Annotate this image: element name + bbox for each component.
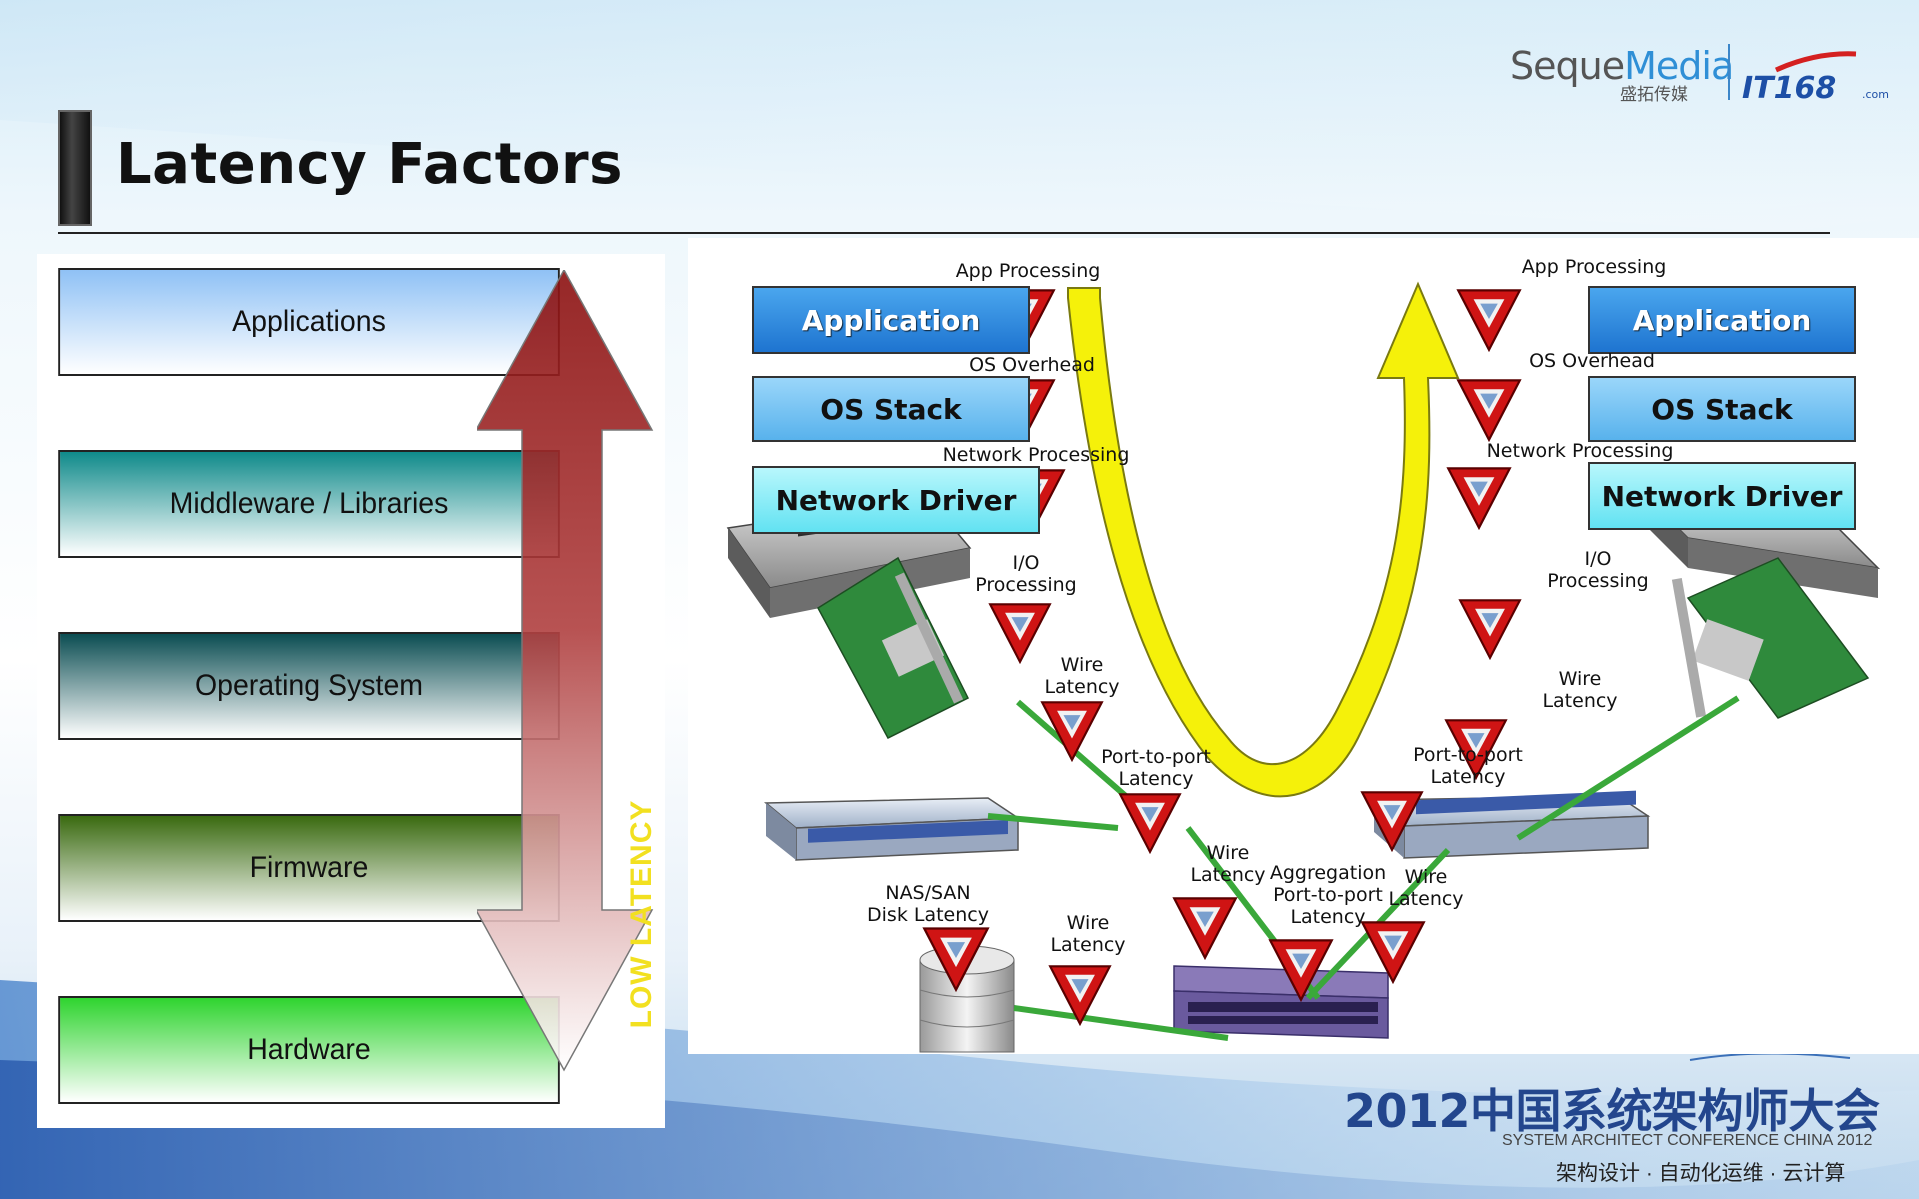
brand-seque-text: Seque	[1510, 44, 1625, 88]
it168-text: IT168	[1742, 71, 1836, 106]
wire-storage-agg	[1013, 1005, 1229, 1041]
left-network-driver-box: Network Driver	[752, 466, 1040, 534]
label-wire-latency-mid-right: Wire Latency	[1388, 866, 1464, 910]
it168-com-text: .com	[1862, 88, 1889, 101]
conference-tagline: 架构设计 · 自动化运维 · 云计算	[1556, 1162, 1846, 1185]
label-app-processing-left: App Processing	[955, 260, 1101, 282]
marker-io-left-icon	[989, 603, 1051, 663]
it168-logo: IT168 .com	[1742, 51, 1889, 106]
right-os-stack-box: OS Stack	[1588, 376, 1856, 442]
label-aggregation: Aggregation Port-to-port Latency	[1269, 862, 1387, 928]
label-network-processing-left: Network Processing	[942, 444, 1130, 466]
wire-right-switch-nic	[1516, 695, 1740, 841]
layer-middleware: Middleware / Libraries	[58, 450, 560, 558]
title-divider	[58, 232, 1830, 234]
right-application-box: Application	[1588, 286, 1856, 354]
right-nic-icon	[1671, 557, 1870, 719]
left-switch-icon	[763, 797, 1021, 861]
label-port-to-port-left: Port-to-port Latency	[1101, 746, 1211, 790]
brand-subtitle: 盛拓传媒	[1620, 85, 1688, 104]
layer-operating-system: Operating System	[58, 632, 560, 740]
conference-title: 2012中国系统架构师大会	[1344, 1084, 1880, 1138]
network-wires	[987, 695, 1740, 1041]
seque-media-logo: SequeMedia	[1510, 44, 1734, 88]
network-diagram-graphics	[726, 281, 1881, 1053]
network-latency-diagram: Application OS Stack Network Driver Appl…	[688, 238, 1919, 1054]
label-network-processing-right: Network Processing	[1486, 440, 1674, 462]
logo-swoosh-icon	[1774, 51, 1857, 73]
right-switch-icon	[1372, 790, 1651, 859]
low-latency-arrow	[477, 270, 654, 1072]
low-latency-label: LOW LATENCY	[625, 799, 658, 1029]
label-nas-san: NAS/SAN Disk Latency	[867, 882, 989, 926]
marker-app-right-icon	[1457, 289, 1521, 351]
page-title: Latency Factors	[116, 132, 623, 197]
label-wire-latency-left: Wire Latency	[1044, 654, 1120, 698]
marker-net-right-icon	[1447, 467, 1511, 529]
title-accent-bar	[58, 110, 92, 226]
label-wire-latency-storage: Wire Latency	[1050, 912, 1126, 956]
label-io-processing-right: I/O Processing	[1547, 548, 1649, 592]
marker-os-right-icon	[1457, 379, 1521, 441]
right-network-driver-box: Network Driver	[1588, 462, 1856, 530]
label-io-processing-left: I/O Processing	[975, 552, 1077, 596]
left-application-box: Application	[752, 286, 1030, 354]
label-wire-latency-right: Wire Latency	[1542, 668, 1618, 712]
label-os-overhead-left: OS Overhead	[969, 354, 1095, 376]
left-nic-icon	[817, 556, 970, 739]
label-app-processing-right: App Processing	[1521, 256, 1667, 278]
label-wire-latency-mid-left: Wire Latency	[1190, 842, 1266, 886]
wire-left-switch-top	[987, 813, 1119, 831]
label-port-to-port-right: Port-to-port Latency	[1413, 744, 1523, 788]
marker-wire-midl-icon	[1173, 897, 1237, 959]
marker-io-right-icon	[1459, 599, 1521, 659]
packet-flow-arrow	[1067, 281, 1460, 798]
conference-subtitle: SYSTEM ARCHITECT CONFERENCE CHINA 2012	[1502, 1132, 1873, 1149]
latency-stack-panel: Applications Middleware / Libraries Oper…	[37, 254, 665, 1128]
brand-separator	[1728, 44, 1730, 100]
layer-firmware: Firmware	[58, 814, 560, 922]
left-os-stack-box: OS Stack	[752, 376, 1030, 442]
layer-applications: Applications	[58, 268, 560, 376]
brand-media-text: Media	[1624, 44, 1734, 88]
label-os-overhead-right: OS Overhead	[1529, 350, 1655, 372]
aggregation-switch-icon	[1173, 965, 1389, 1039]
layer-hardware: Hardware	[58, 996, 560, 1104]
marker-port-left-icon	[1119, 793, 1181, 853]
